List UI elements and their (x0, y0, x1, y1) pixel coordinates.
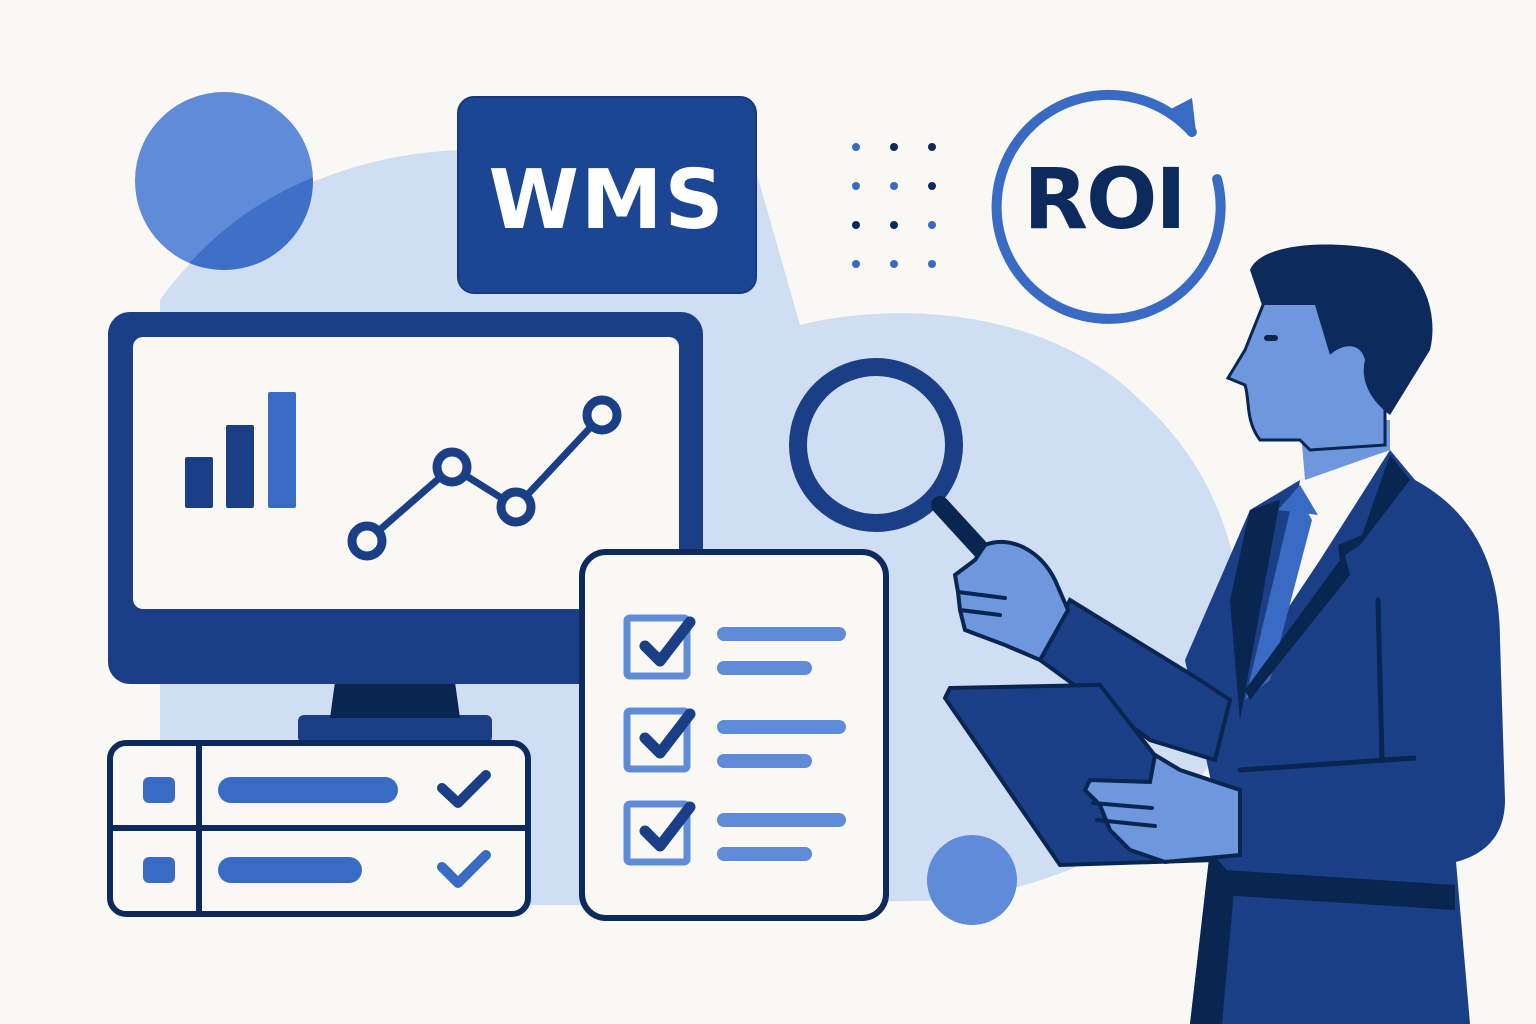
monitor-icon (108, 312, 703, 743)
decor-circle-bottom (927, 835, 1017, 925)
hair (1250, 244, 1433, 415)
checklist-item (623, 800, 846, 866)
check-icon (437, 850, 491, 888)
roi-badge: ROI (991, 89, 1226, 324)
wms-label: WMS (488, 153, 725, 248)
eye (1264, 335, 1278, 341)
dot (852, 221, 860, 229)
check-icon (437, 770, 491, 808)
checklist-item (623, 614, 846, 680)
dot (928, 143, 936, 151)
data-table-icon (107, 740, 531, 917)
dot (928, 221, 936, 229)
checklist-icon (579, 549, 889, 921)
refresh-arrow-icon (991, 89, 1226, 324)
dot (852, 143, 860, 151)
dot-grid (852, 143, 936, 268)
dot (890, 182, 898, 190)
dot (890, 221, 898, 229)
arrow-head-icon (1165, 98, 1196, 132)
hand-lower (1082, 751, 1242, 865)
wms-badge: WMS (457, 96, 757, 294)
businessman (789, 244, 1505, 1024)
dot (852, 182, 860, 190)
checklist-item (623, 707, 846, 773)
hand-upper (952, 539, 1071, 663)
line-chart-icon (347, 395, 622, 561)
magnifying-glass-icon (789, 358, 1004, 574)
dot (928, 260, 936, 268)
dot (928, 182, 936, 190)
dot (852, 260, 860, 268)
dot (890, 143, 898, 151)
dot (890, 260, 898, 268)
roi-label: ROI (1023, 150, 1184, 248)
decor-circle-top-left (135, 92, 313, 270)
bar-chart-icon (185, 392, 296, 508)
